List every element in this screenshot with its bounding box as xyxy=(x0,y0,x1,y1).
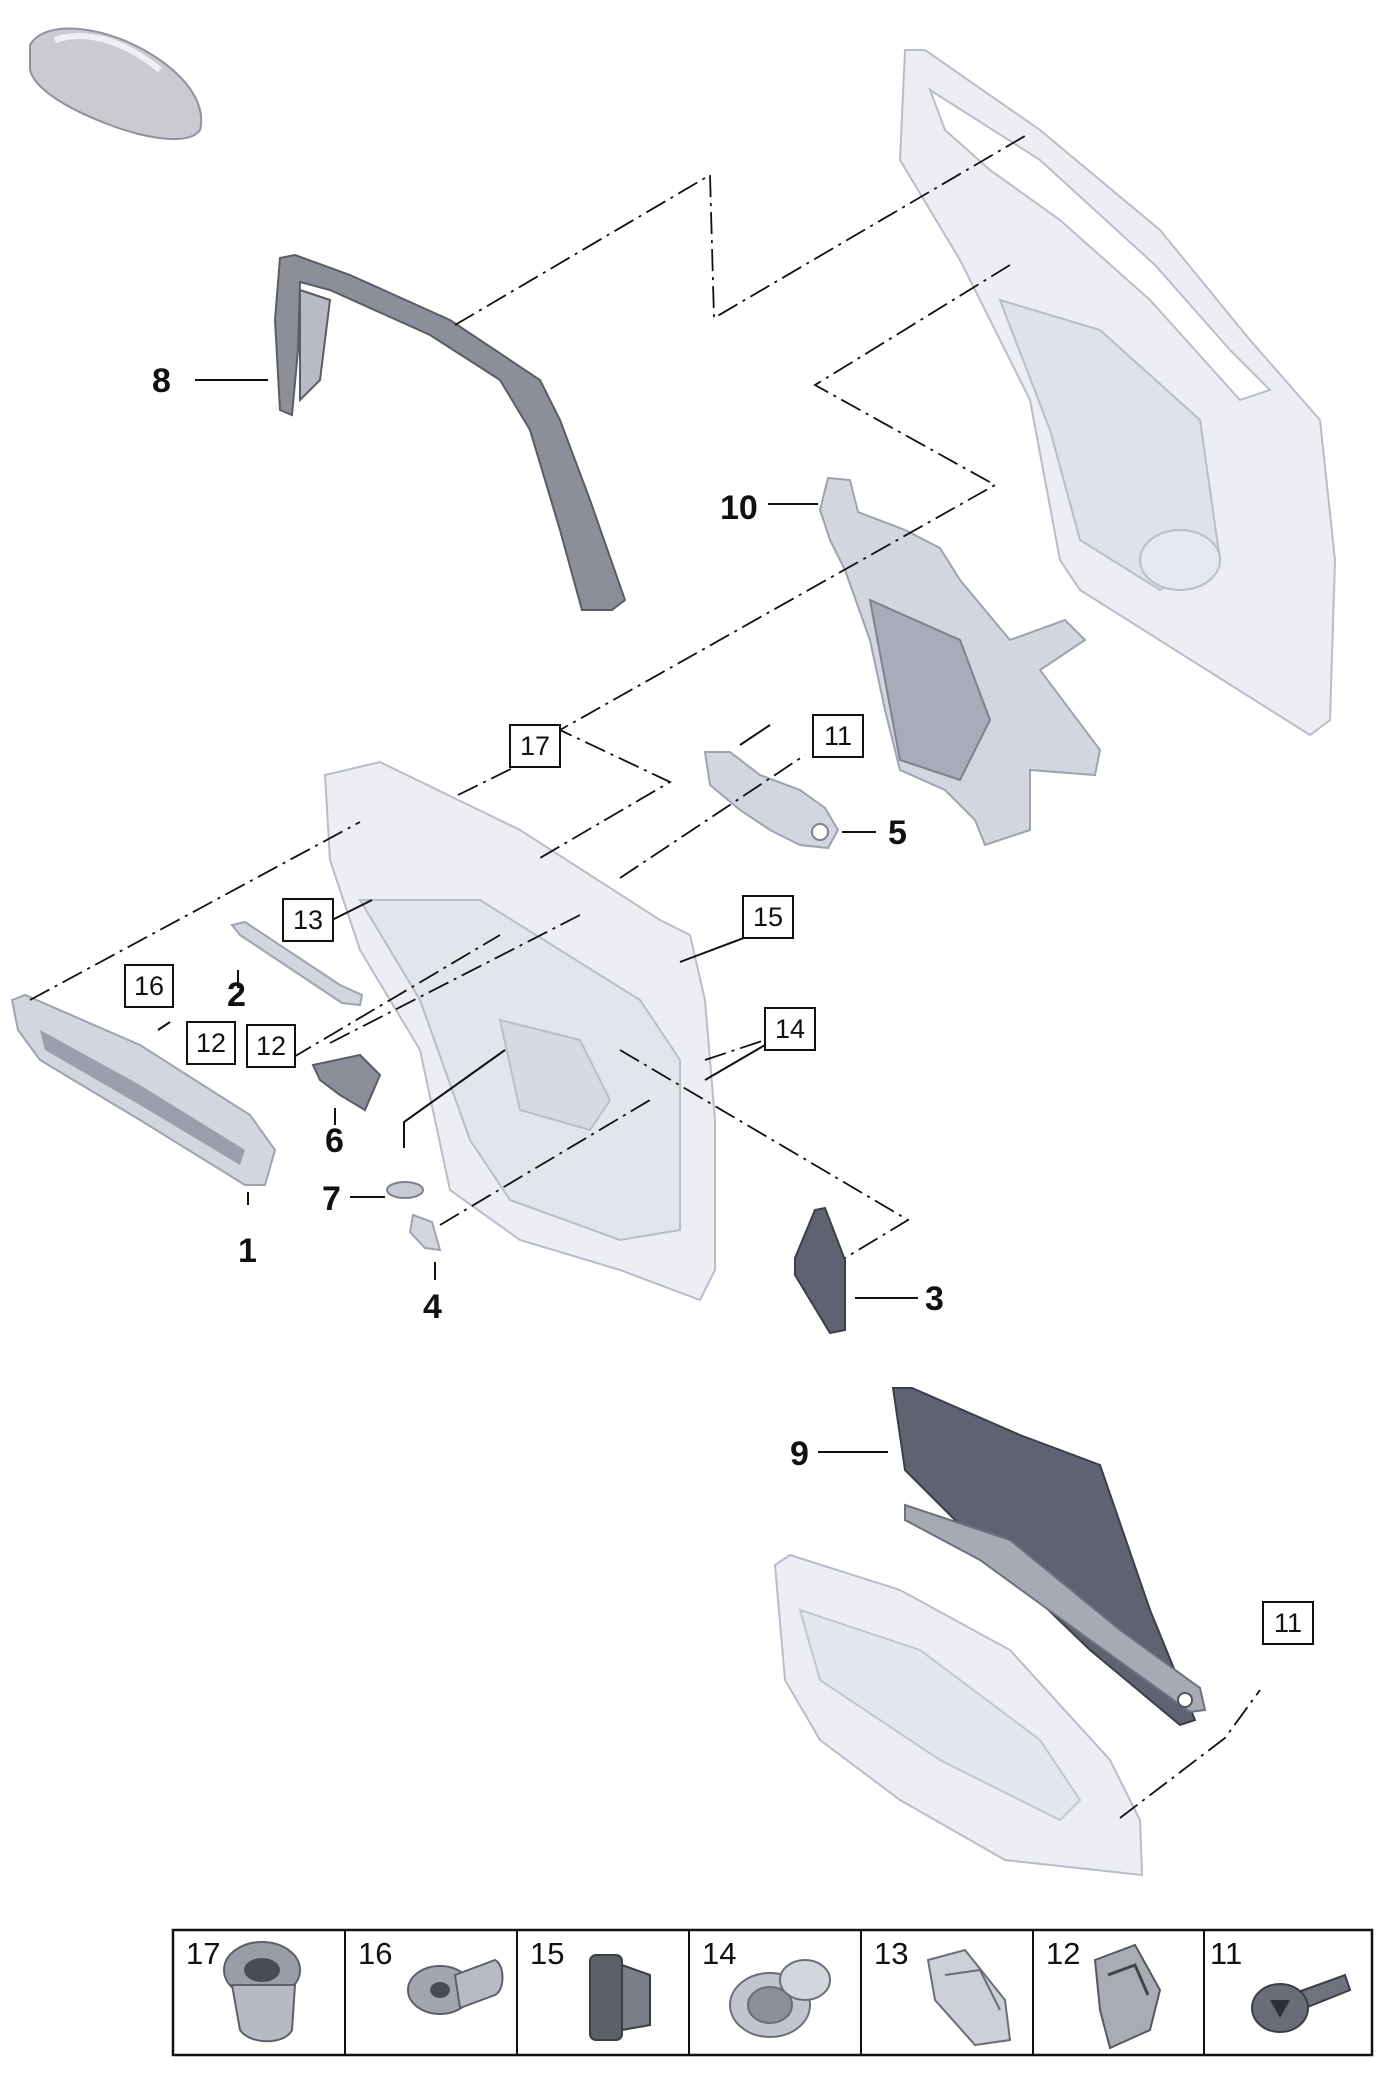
spring-clip-icon xyxy=(926,1948,1012,2047)
callout-10: 10 xyxy=(720,489,758,527)
table-cell-number: 13 xyxy=(874,1936,908,1971)
metal-clip-icon xyxy=(1093,1943,1162,2050)
callout-5: 5 xyxy=(888,814,907,852)
table-cell-number: 16 xyxy=(358,1936,392,1971)
svg-text:12: 12 xyxy=(196,1028,226,1058)
assembly-lines xyxy=(29,132,1261,1819)
callout-1: 1 xyxy=(238,1232,257,1270)
leader-lines xyxy=(157,379,918,1453)
part-8-window-seal xyxy=(273,253,627,611)
door-trim-panel xyxy=(323,760,716,1302)
svg-text:17: 17 xyxy=(520,731,550,761)
plug-clip-icon xyxy=(589,1954,651,2041)
callout-7: 7 xyxy=(322,1180,341,1218)
table-cell-number: 14 xyxy=(702,1936,736,1971)
rivet-nut-icon xyxy=(407,1958,504,2015)
boxed-callout-13: 13 xyxy=(282,898,334,942)
boxed-callout-11-lower: 11 xyxy=(1262,1601,1314,1645)
part-7-cap xyxy=(386,1181,424,1199)
torx-screw-icon xyxy=(1251,1973,1352,2033)
boxed-callout-11-upper: 11 xyxy=(812,714,864,758)
callout-8: 8 xyxy=(152,362,171,400)
svg-text:15: 15 xyxy=(753,902,783,932)
part-5-handle-bracket xyxy=(703,751,840,850)
boxed-callout-17: 17 xyxy=(509,724,561,768)
lower-door-trim xyxy=(773,1553,1144,1877)
boxed-callout-12-right: 12 xyxy=(246,1024,296,1068)
svg-text:11: 11 xyxy=(824,721,852,751)
part-9-sunshade xyxy=(891,1387,1207,1727)
part-10-insulation-panel xyxy=(818,476,1102,847)
svg-text:12: 12 xyxy=(256,1031,286,1061)
fasteners-table: 17 16 15 14 13 12 11 xyxy=(171,1928,1374,2057)
callout-6: 6 xyxy=(325,1122,344,1160)
boxed-callout-12-left: 12 xyxy=(186,1021,236,1065)
boxed-callout-16: 16 xyxy=(124,964,174,1008)
flanged-nut-icon xyxy=(223,1941,301,2043)
callout-4: 4 xyxy=(423,1288,442,1326)
part-4-cover xyxy=(408,1213,442,1252)
callout-9: 9 xyxy=(790,1435,809,1473)
door-shell xyxy=(898,49,1337,737)
table-cell-number: 17 xyxy=(186,1936,220,1971)
part-1-armrest-trim xyxy=(10,993,277,1186)
part-3-trim xyxy=(794,1206,846,1335)
boxed-callout-15: 15 xyxy=(742,895,794,939)
boxed-callout-14: 14 xyxy=(764,1007,816,1051)
table-cell-number: 15 xyxy=(530,1936,564,1971)
callout-2: 2 xyxy=(227,976,246,1014)
round-clip-icon xyxy=(729,1959,831,2038)
part-2-strip xyxy=(230,920,364,1007)
vehicle-thumbnail xyxy=(29,27,203,140)
table-cell-number: 12 xyxy=(1046,1936,1080,1971)
svg-text:16: 16 xyxy=(134,971,164,1001)
svg-text:11: 11 xyxy=(1274,1608,1302,1638)
part-6-trim xyxy=(311,1053,382,1112)
table-cell-number: 11 xyxy=(1210,1936,1242,1971)
svg-text:14: 14 xyxy=(775,1014,805,1044)
callout-3: 3 xyxy=(925,1280,944,1318)
svg-text:13: 13 xyxy=(293,905,323,935)
